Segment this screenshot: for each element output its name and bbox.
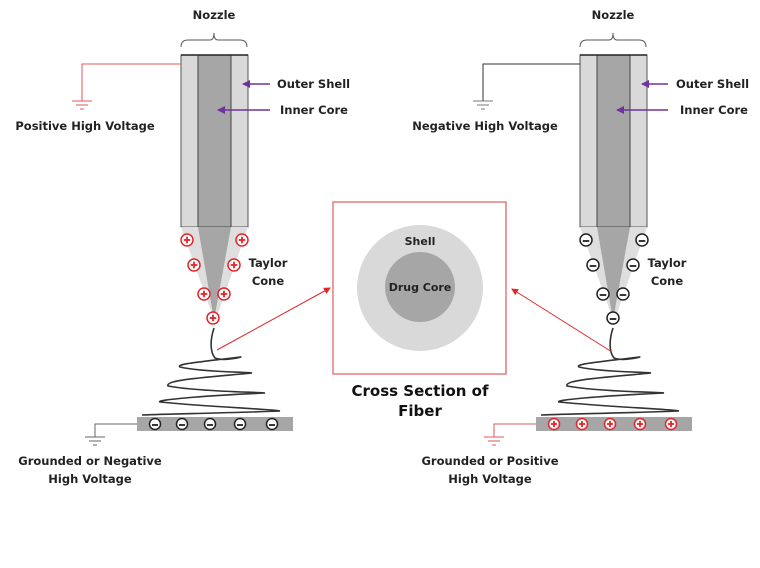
nozzle-bracket	[180, 32, 248, 48]
outer-shell-label: Outer Shell	[277, 77, 350, 91]
ground-symbol-icon	[85, 436, 105, 446]
drug-core-label: Drug Core	[389, 281, 452, 294]
positive-charge-icon	[633, 417, 647, 431]
negative-charge-icon	[265, 417, 279, 431]
ground-symbol-icon	[473, 100, 493, 110]
positive-charge-icon	[217, 287, 231, 301]
negative-charge-icon	[148, 417, 162, 431]
nozzle-bracket	[579, 32, 647, 48]
positive-charge-icon	[227, 258, 241, 272]
outer-shell-label: Outer Shell	[676, 77, 749, 91]
inner-core	[197, 54, 232, 228]
left-setup: Nozzle Outer Shell Inner Core Positive H…	[15, 8, 350, 486]
positive-charge-icon	[180, 233, 194, 247]
ground-symbol-icon	[484, 436, 504, 446]
positive-charge-icon	[575, 417, 589, 431]
shell-label: Shell	[405, 235, 436, 248]
zoom-arrow-left	[216, 287, 331, 351]
inner-core	[596, 54, 631, 228]
negative-charge-icon	[586, 258, 600, 272]
positive-charge-icon	[187, 258, 201, 272]
cross-section-caption-line1: Cross Section of	[351, 382, 488, 400]
positive-charge-icon	[235, 233, 249, 247]
positive-charge-icon	[603, 417, 617, 431]
collector-label-line2: High Voltage	[448, 472, 532, 486]
collector-charges	[547, 417, 678, 431]
zoom-arrow-right	[511, 288, 613, 353]
collector-label-line1: Grounded or Positive	[421, 454, 558, 468]
negative-charge-icon	[635, 233, 649, 247]
inner-core-label: Inner Core	[280, 103, 348, 117]
negative-charge-icon	[233, 417, 247, 431]
taylor-cone-label-line1: Taylor	[249, 256, 288, 270]
positive-charge-icon	[206, 311, 220, 325]
nozzle-label: Nozzle	[592, 8, 635, 22]
collector-charges	[148, 417, 279, 431]
voltage-label: Positive High Voltage	[15, 119, 154, 133]
collector-label-line2: High Voltage	[48, 472, 132, 486]
taylor-cone-label-line2: Cone	[651, 274, 684, 288]
cone-charges	[180, 233, 249, 325]
cross-section-caption-line2: Fiber	[398, 402, 442, 420]
collector-label-line1: Grounded or Negative	[18, 454, 162, 468]
negative-charge-icon	[175, 417, 189, 431]
negative-charge-icon	[616, 287, 630, 301]
inner-core-label: Inner Core	[680, 103, 748, 117]
taylor-cone-core	[198, 227, 231, 320]
negative-charge-icon	[596, 287, 610, 301]
ground-symbol-icon	[72, 100, 92, 110]
positive-charge-icon	[664, 417, 678, 431]
voltage-wire	[482, 63, 580, 101]
fiber-jet	[540, 327, 680, 416]
negative-charge-icon	[626, 258, 640, 272]
negative-charge-icon	[606, 311, 620, 325]
negative-charge-icon	[579, 233, 593, 247]
fiber-jet	[141, 327, 281, 416]
voltage-wire	[81, 63, 181, 101]
taylor-cone-label-line2: Cone	[252, 274, 285, 288]
negative-charge-icon	[203, 417, 217, 431]
nozzle-label: Nozzle	[193, 8, 236, 22]
right-setup: Nozzle Outer Shell Inner Core Negative H…	[412, 8, 749, 486]
positive-charge-icon	[197, 287, 211, 301]
taylor-cone-label-line1: Taylor	[648, 256, 687, 270]
collector-wire	[493, 423, 536, 437]
positive-charge-icon	[547, 417, 561, 431]
fiber-drug-core	[385, 252, 455, 322]
taylor-cone-core	[597, 227, 630, 320]
collector-wire	[94, 423, 137, 437]
voltage-label: Negative High Voltage	[412, 119, 558, 133]
cone-charges	[579, 233, 649, 325]
cross-section: Shell Drug Core Cross Section of Fiber	[332, 201, 507, 420]
